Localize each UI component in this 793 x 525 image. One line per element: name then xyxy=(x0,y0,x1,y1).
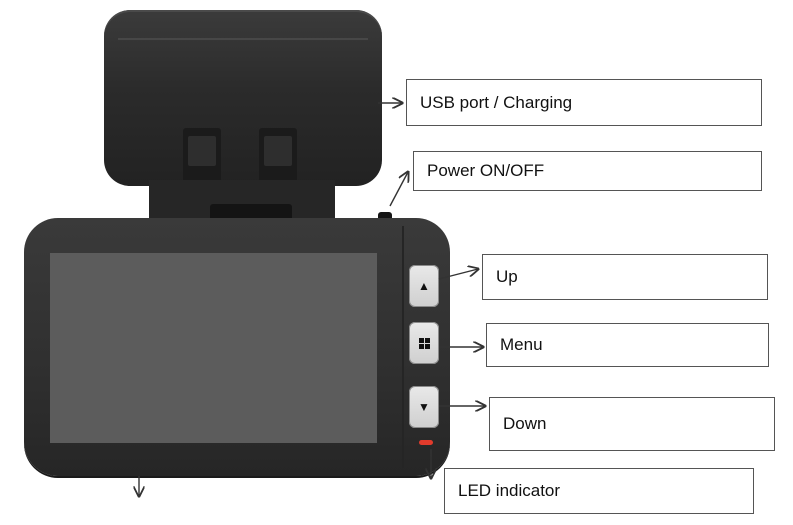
up-button: ▲ xyxy=(409,265,439,307)
power-button-nub xyxy=(378,212,392,220)
mount-edge xyxy=(118,38,368,40)
menu-button xyxy=(409,322,439,364)
up-arrow-icon: ▲ xyxy=(418,279,430,293)
label-up: Up xyxy=(482,254,768,300)
label-down: Down xyxy=(489,397,775,451)
label-power: Power ON/OFF xyxy=(413,151,762,191)
label-usb-port: USB port / Charging xyxy=(406,79,762,126)
menu-grid-icon xyxy=(418,337,430,349)
camera-screen xyxy=(50,253,377,443)
label-menu: Menu xyxy=(486,323,769,367)
down-arrow-icon: ▼ xyxy=(418,400,430,414)
side-panel-divider xyxy=(402,226,404,468)
power-arrow xyxy=(389,172,408,207)
mount-clip-right xyxy=(259,128,297,186)
down-button: ▼ xyxy=(409,386,439,428)
led-light xyxy=(419,440,433,445)
label-led: LED indicator xyxy=(444,468,754,514)
up-arrow xyxy=(438,269,478,280)
mount-clip-left xyxy=(183,128,221,186)
